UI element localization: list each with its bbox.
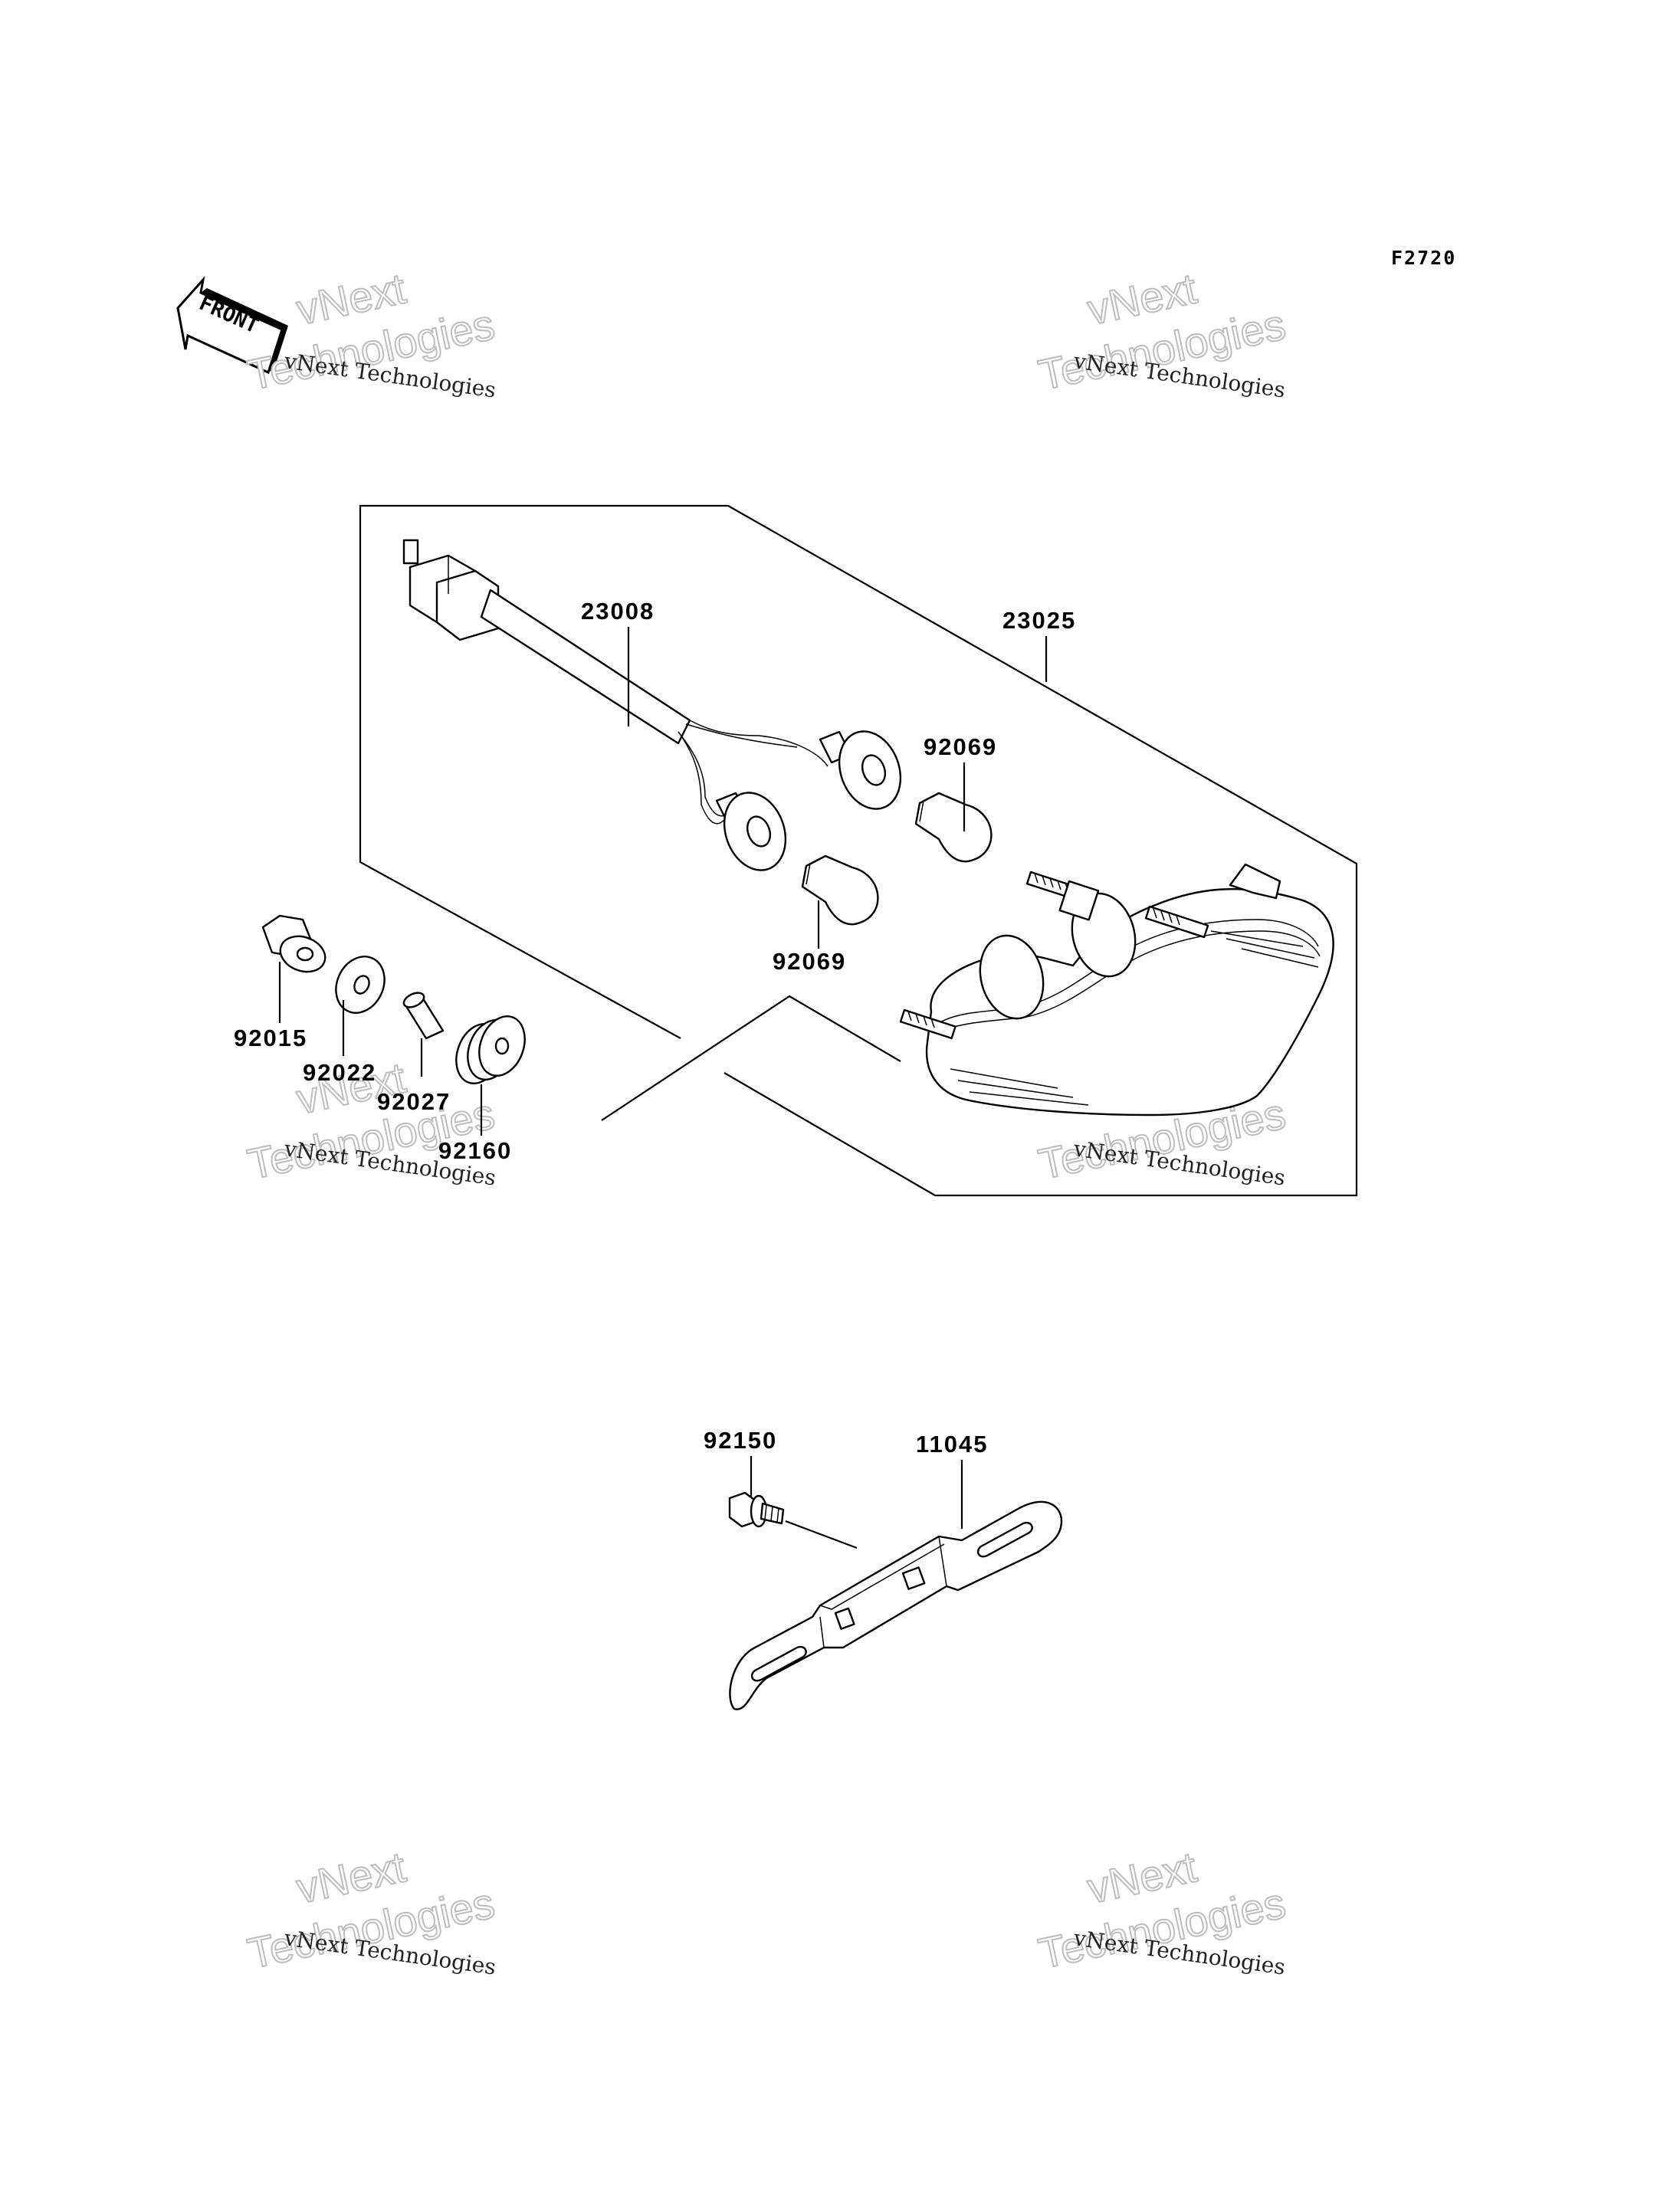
grommet-icon bbox=[455, 1015, 526, 1084]
label-92015: 92015 bbox=[234, 1025, 307, 1051]
stud-right-icon bbox=[1144, 905, 1209, 939]
washer-icon bbox=[335, 956, 386, 1014]
leader-lines bbox=[278, 627, 1048, 1529]
label-23025: 23025 bbox=[1002, 607, 1076, 634]
nut-icon bbox=[261, 914, 326, 973]
bulb-upper-icon bbox=[914, 792, 993, 863]
label-11045: 11045 bbox=[916, 1431, 989, 1458]
label-92069-upper: 92069 bbox=[924, 733, 997, 760]
bolt-icon bbox=[728, 1491, 858, 1549]
tail-lamp-assembly bbox=[899, 863, 1334, 1117]
bracket bbox=[729, 1500, 1063, 1710]
stud-upper-icon bbox=[1025, 871, 1100, 921]
socket-upper bbox=[819, 730, 902, 810]
bulb-lower-icon bbox=[801, 854, 879, 926]
label-92150: 92150 bbox=[704, 1427, 777, 1454]
label-92027: 92027 bbox=[377, 1088, 451, 1115]
label-92022: 92022 bbox=[303, 1059, 376, 1086]
watermark-2: vNext Technologies bbox=[1034, 263, 1291, 400]
part-labels: 23008 23025 92069 92069 92015 92022 9202… bbox=[234, 598, 1076, 1458]
label-92160: 92160 bbox=[438, 1137, 512, 1164]
figure-id: F2720 bbox=[1391, 247, 1456, 269]
assembly-outline bbox=[359, 504, 1358, 1197]
label-92069-lower: 92069 bbox=[773, 948, 846, 975]
label-23008: 23008 bbox=[581, 598, 655, 625]
socket-lower bbox=[715, 792, 787, 871]
stud-lower-icon bbox=[899, 1008, 956, 1040]
collar-icon bbox=[402, 992, 445, 1040]
wiring-harness bbox=[402, 539, 902, 871]
